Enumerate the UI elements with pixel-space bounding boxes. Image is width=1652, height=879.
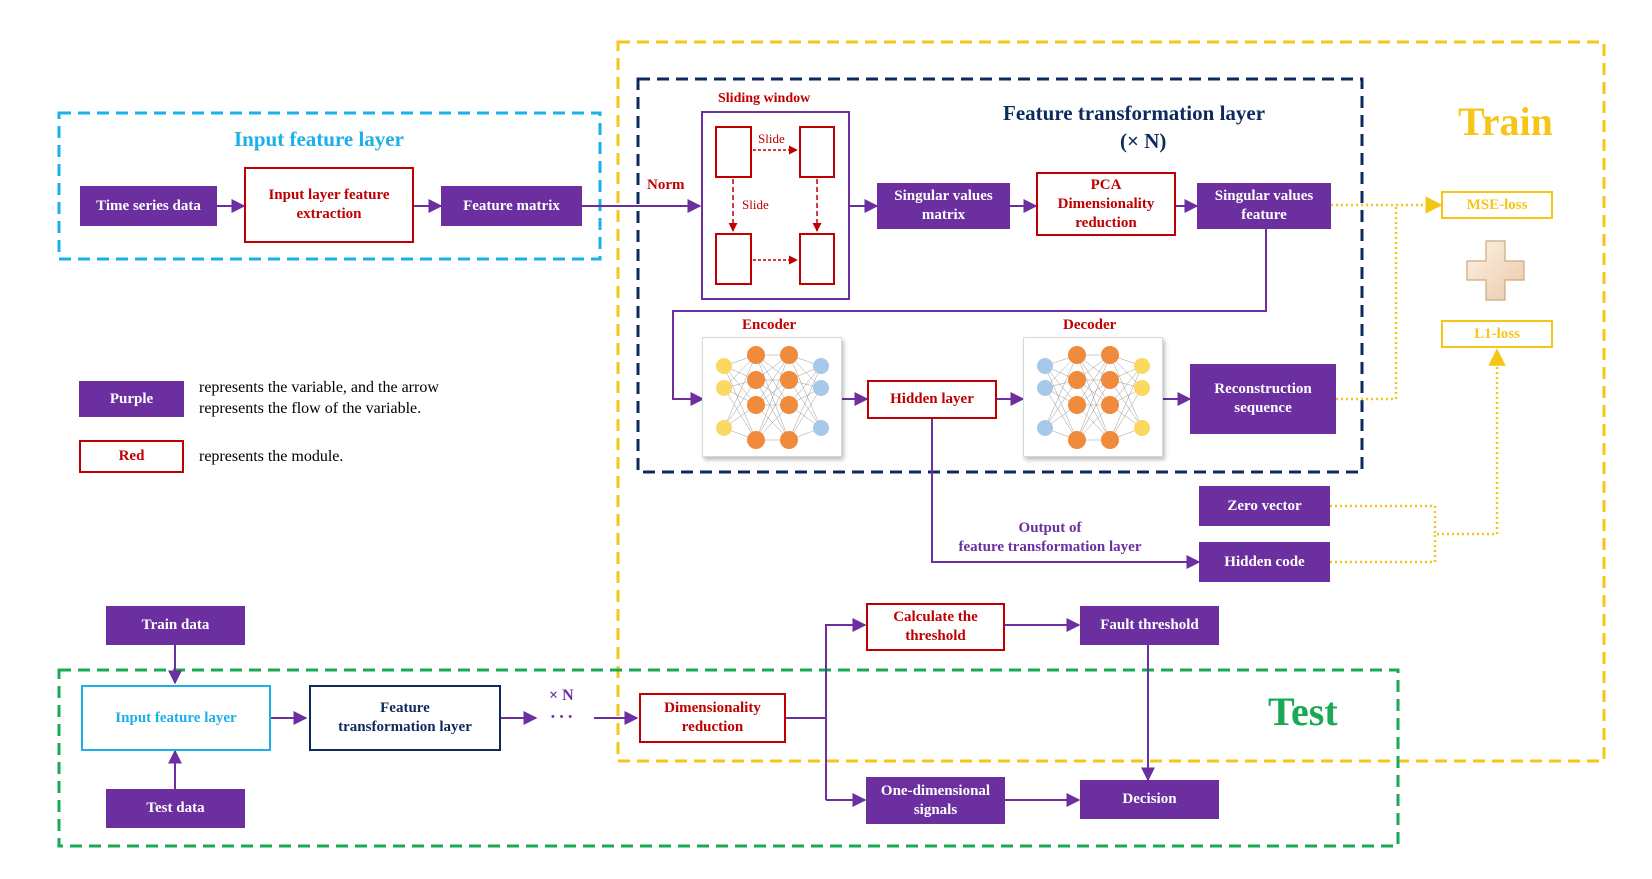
train-data: Train data xyxy=(106,606,245,645)
output-of-feature-transformation-label: Output of feature transformation layer xyxy=(958,520,1142,555)
arrow-svfeature-encoder xyxy=(672,228,1267,406)
decoder-network xyxy=(1023,337,1163,457)
feature-matrix: Feature matrix xyxy=(441,186,582,226)
time-series-data: Time series data xyxy=(80,186,217,226)
feature-transformation-title: Feature transformation layer xyxy=(1003,101,1266,125)
loss-line-reconstruction xyxy=(1336,205,1398,401)
train-title: Train xyxy=(1458,99,1553,144)
plus-icon-graphic xyxy=(1466,240,1525,301)
singular-values-feature: Singular values feature xyxy=(1197,183,1331,229)
feature-transformation-repeat: (× N) xyxy=(1120,129,1167,153)
window-box-top-right xyxy=(799,126,835,178)
singular-values-matrix: Singular values matrix xyxy=(877,183,1010,229)
dimensionality-reduction: Dimensionality reduction xyxy=(639,693,786,743)
pca-dimensionality-reduction: PCA Dimensionality reduction xyxy=(1036,172,1176,236)
reconstruction-sequence: Reconstruction sequence xyxy=(1190,364,1336,434)
window-box-bottom-left xyxy=(715,233,752,285)
test-input-feature-layer: Input feature layer xyxy=(81,685,271,751)
hidden-layer: Hidden layer xyxy=(867,380,997,419)
test-region-frame xyxy=(57,668,1400,848)
times-n-label: × N xyxy=(549,687,574,704)
window-box-top-left xyxy=(715,126,752,178)
hidden-code: Hidden code xyxy=(1199,542,1330,582)
calculate-threshold: Calculate the threshold xyxy=(866,603,1005,651)
window-box-bottom-right xyxy=(799,233,835,285)
input-feature-layer-frame xyxy=(57,111,602,261)
zero-vector: Zero vector xyxy=(1199,486,1330,526)
train-region-frame xyxy=(616,40,1606,763)
encoder-label: Encoder xyxy=(742,317,797,333)
decoder-network-graphic xyxy=(1037,346,1150,449)
test-data: Test data xyxy=(106,789,245,828)
one-dimensional-signals: One-dimensional signals xyxy=(866,777,1005,824)
encoder-network-graphic xyxy=(716,346,829,449)
loss-line-hiddencode xyxy=(1330,534,1437,564)
legend-red-swatch: Red xyxy=(79,440,184,473)
slide-label-vertical: Slide xyxy=(742,197,769,212)
decision: Decision xyxy=(1080,780,1219,819)
loss-line-zerovector xyxy=(1330,348,1506,536)
arrow-hidden-hiddencode xyxy=(931,419,1201,569)
legend-purple-swatch: Purple xyxy=(79,381,184,417)
test-title: Test xyxy=(1268,689,1338,734)
fault-threshold: Fault threshold xyxy=(1080,606,1219,645)
decoder-label: Decoder xyxy=(1063,317,1117,333)
arrow-branch-calculate xyxy=(825,618,867,800)
encoder-network xyxy=(702,337,842,457)
feature-transformation-frame xyxy=(636,77,1364,474)
test-feature-transformation-layer: Feature transformation layer xyxy=(309,685,501,751)
slide-label-horizontal: Slide xyxy=(758,131,785,146)
l1-loss: L1-loss xyxy=(1441,320,1553,348)
legend-purple-text: represents the variable, and the arrow r… xyxy=(199,379,439,417)
ellipsis-label: • • • xyxy=(551,711,574,723)
plus-icon xyxy=(1465,239,1526,302)
legend-red-text: represents the module. xyxy=(199,448,344,465)
norm-label: Norm xyxy=(647,177,685,193)
mse-loss: MSE-loss xyxy=(1441,191,1553,219)
input-feature-layer-title: Input feature layer xyxy=(234,127,404,151)
sliding-window-title: Sliding window xyxy=(718,91,811,106)
input-layer-feature-extraction: Input layer feature extraction xyxy=(244,167,414,243)
